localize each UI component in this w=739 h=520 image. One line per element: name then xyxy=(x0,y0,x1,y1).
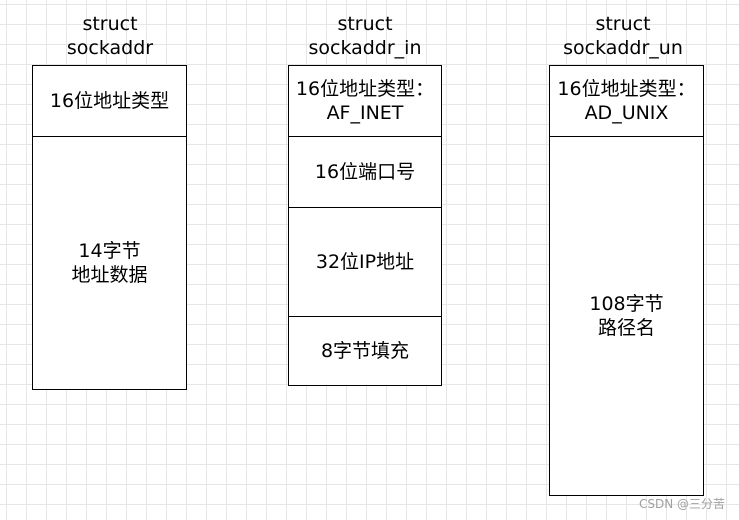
sockaddr-un-box: 16位地址类型： AD_UNIX 108字节 路径名 xyxy=(549,65,704,496)
title-line-1: struct xyxy=(82,13,138,35)
title-line-1: struct xyxy=(337,13,393,35)
sockaddr-in-box: 16位地址类型： AF_INET 16位端口号 32位IP地址 8字节填充 xyxy=(288,65,442,386)
path-name-field: 108字节 路径名 xyxy=(589,293,664,339)
address-type-field: 16位地址类型： AF_INET xyxy=(289,66,441,137)
title-line-2: sockaddr xyxy=(66,37,154,59)
port-field: 16位端口号 xyxy=(289,137,441,208)
address-data-field: 14字节 地址数据 xyxy=(71,240,148,286)
padding-field: 8字节填充 xyxy=(320,340,410,362)
struct-sockaddr-un-title: struct sockaddr_un xyxy=(538,12,708,60)
title-line-2: sockaddr_in xyxy=(308,37,422,59)
title-line-1: struct xyxy=(595,13,651,35)
address-type-field: 16位地址类型 xyxy=(33,66,186,137)
title-line-2: sockaddr_un xyxy=(563,37,683,59)
struct-sockaddr-title: struct sockaddr xyxy=(25,12,195,60)
sockaddr-box: 16位地址类型 14字节 地址数据 xyxy=(32,65,187,390)
struct-sockaddr-in-title: struct sockaddr_in xyxy=(280,12,450,60)
watermark: CSDN @三分苦 xyxy=(638,497,725,511)
address-type-field: 16位地址类型： AD_UNIX xyxy=(550,66,703,137)
ip-address-field: 32位IP地址 xyxy=(289,208,441,317)
